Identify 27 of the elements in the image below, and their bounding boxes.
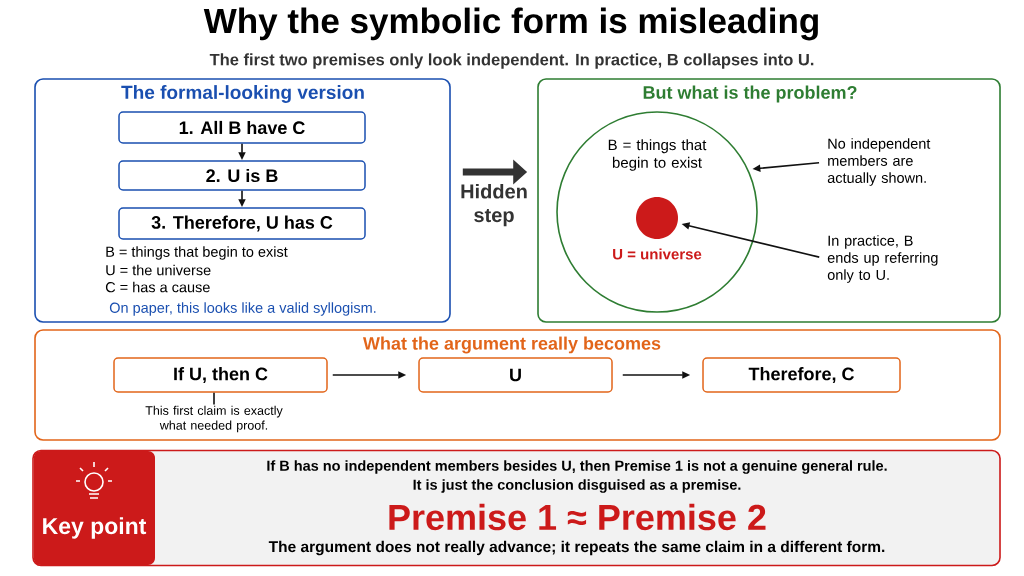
subtitle: The first two premises only look independent. In practice, B collapses into U. xyxy=(209,53,814,69)
dot-caption: U = universe xyxy=(613,248,702,260)
edge-label: Hidden step xyxy=(461,183,527,227)
definition-text: U = the universe xyxy=(106,264,211,276)
annotation-text: In practice, B ends up referring only to U. xyxy=(827,235,938,283)
title: Why the symbolic form is misleading xyxy=(203,7,818,41)
explanation-text: If B has no independent members besides U, then Premise 1 is not a genuine general rule. xyxy=(267,460,887,474)
conclusion-text: The argument does not really advance; it repeats the same claim in a different form. xyxy=(268,540,885,556)
annotation-text: No independent members are actually shown. xyxy=(827,138,931,186)
step-box: Therefore, C xyxy=(702,357,901,393)
step-box: U xyxy=(418,357,613,393)
note-text: On paper, this looks like a valid syllogism. xyxy=(109,302,376,316)
panel-heading: But what is the problem? xyxy=(643,85,857,103)
equation-text: Premise 1 ≈ Premise 2 xyxy=(389,503,766,531)
definition-text: B = things that begin to exist xyxy=(106,246,288,260)
panel-heading: What the argument really becomes xyxy=(363,336,661,354)
circle-text: B = things that begin to exist xyxy=(608,139,707,171)
key-point-box: Key point xyxy=(33,451,155,565)
note-text: This first claim is exactly what needed proof. xyxy=(145,405,283,433)
definition-text: C = has a cause xyxy=(105,281,210,293)
step-box: If U, then C xyxy=(113,357,328,393)
panel-heading: The formal-looking version xyxy=(121,85,364,103)
leader-line xyxy=(213,391,215,406)
step-box: 1. All B have C xyxy=(118,111,366,144)
explanation-text: It is just the conclusion disguised as a premise. xyxy=(413,479,741,493)
step-box: 3. Therefore, U has C xyxy=(118,207,366,240)
step-box: 2. U is B xyxy=(118,160,366,191)
